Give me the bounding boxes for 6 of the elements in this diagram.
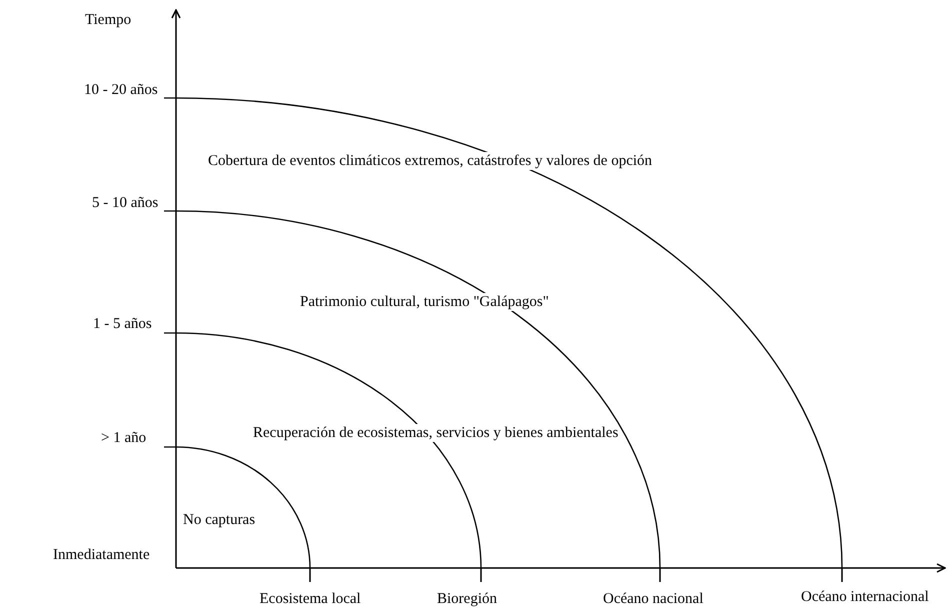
tick-label: Bioregión [437, 590, 497, 608]
region-label: Cobertura de eventos climáticos extremos, catástrofes y valores de opción [208, 152, 652, 170]
region-label: Recuperación de ecosistemas, servicios y bienes ambientales [253, 424, 618, 442]
region-label: Patrimonio cultural, turismo "Galápagos" [300, 293, 549, 311]
region-label: No capturas [183, 511, 256, 529]
axis-title: Tiempo [85, 11, 132, 29]
